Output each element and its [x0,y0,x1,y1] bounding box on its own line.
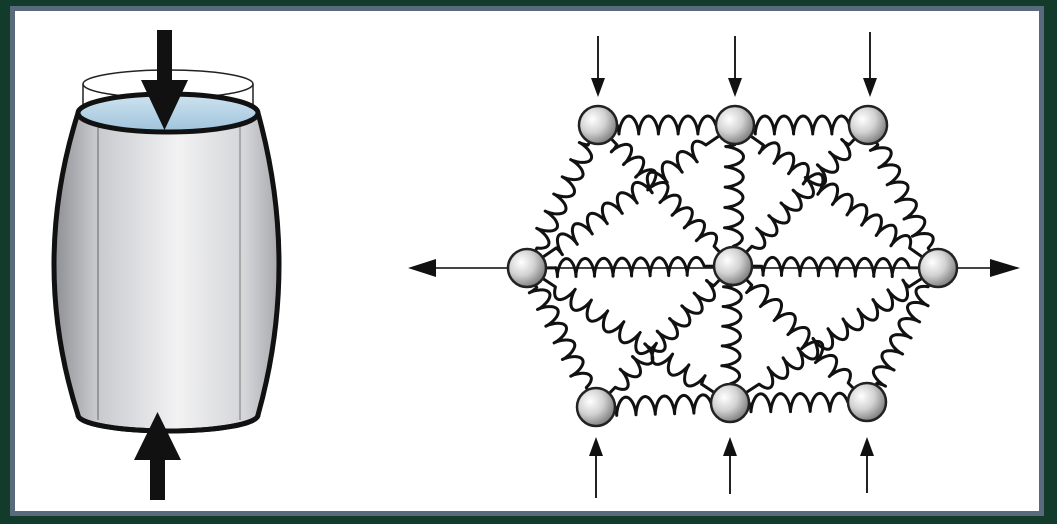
network-node [577,388,615,426]
network-node [714,247,752,285]
expansion-arrow-right [990,259,1020,277]
network-node [849,106,887,144]
spring [868,125,938,268]
spring [527,268,596,407]
network-node [848,383,886,421]
spring [596,266,733,407]
network-node [508,249,546,287]
compressed-cylinder [54,30,279,500]
spring [722,266,742,403]
network-node [919,249,957,287]
network-node [711,384,749,422]
load-arrows-bottom [589,437,874,498]
spring-network [408,32,1020,498]
barrel-body [54,113,279,431]
load-arrows-top [591,32,877,97]
network-node [716,106,754,144]
spring [527,125,598,268]
spring [725,125,744,266]
spring [867,268,938,402]
network-node [579,106,617,144]
spring [598,116,735,134]
expansion-arrow-left [408,259,436,277]
spring [730,393,867,412]
